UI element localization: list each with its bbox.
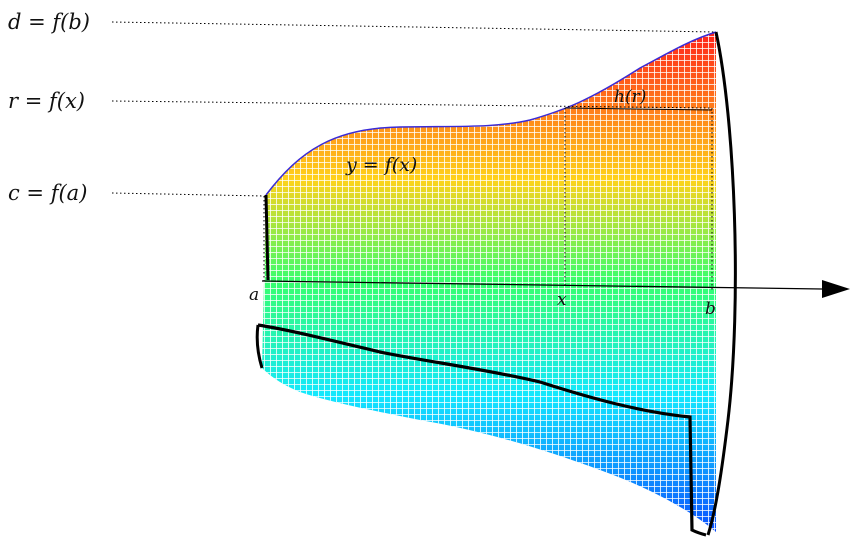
label-x: x — [557, 290, 567, 310]
c-guide — [111, 192, 265, 197]
top-curve-edge — [265, 31, 717, 196]
h-of-r-segment — [564, 107, 713, 111]
label-r-equals-f-x: r = f(x) — [8, 89, 85, 113]
d-guide — [111, 21, 717, 33]
x-axis-arrowhead — [822, 280, 850, 298]
guide-lines — [111, 21, 717, 290]
label-b: b — [705, 299, 716, 319]
label-h-of-r: h(r) — [614, 87, 646, 107]
x-axis — [261, 280, 823, 290]
label-d-equals-f-b: d = f(b) — [8, 10, 90, 34]
right-rim — [706, 31, 737, 536]
label-a: a — [249, 285, 259, 305]
left-rim-upper — [264, 194, 270, 281]
r-guide — [111, 100, 713, 109]
left-rim-lower — [255, 324, 264, 369]
cross-section-curve — [257, 323, 707, 537]
label-c-equals-f-a: c = f(a) — [8, 181, 87, 205]
label-curve-y-equals-f-x: y = f(x) — [345, 154, 417, 176]
